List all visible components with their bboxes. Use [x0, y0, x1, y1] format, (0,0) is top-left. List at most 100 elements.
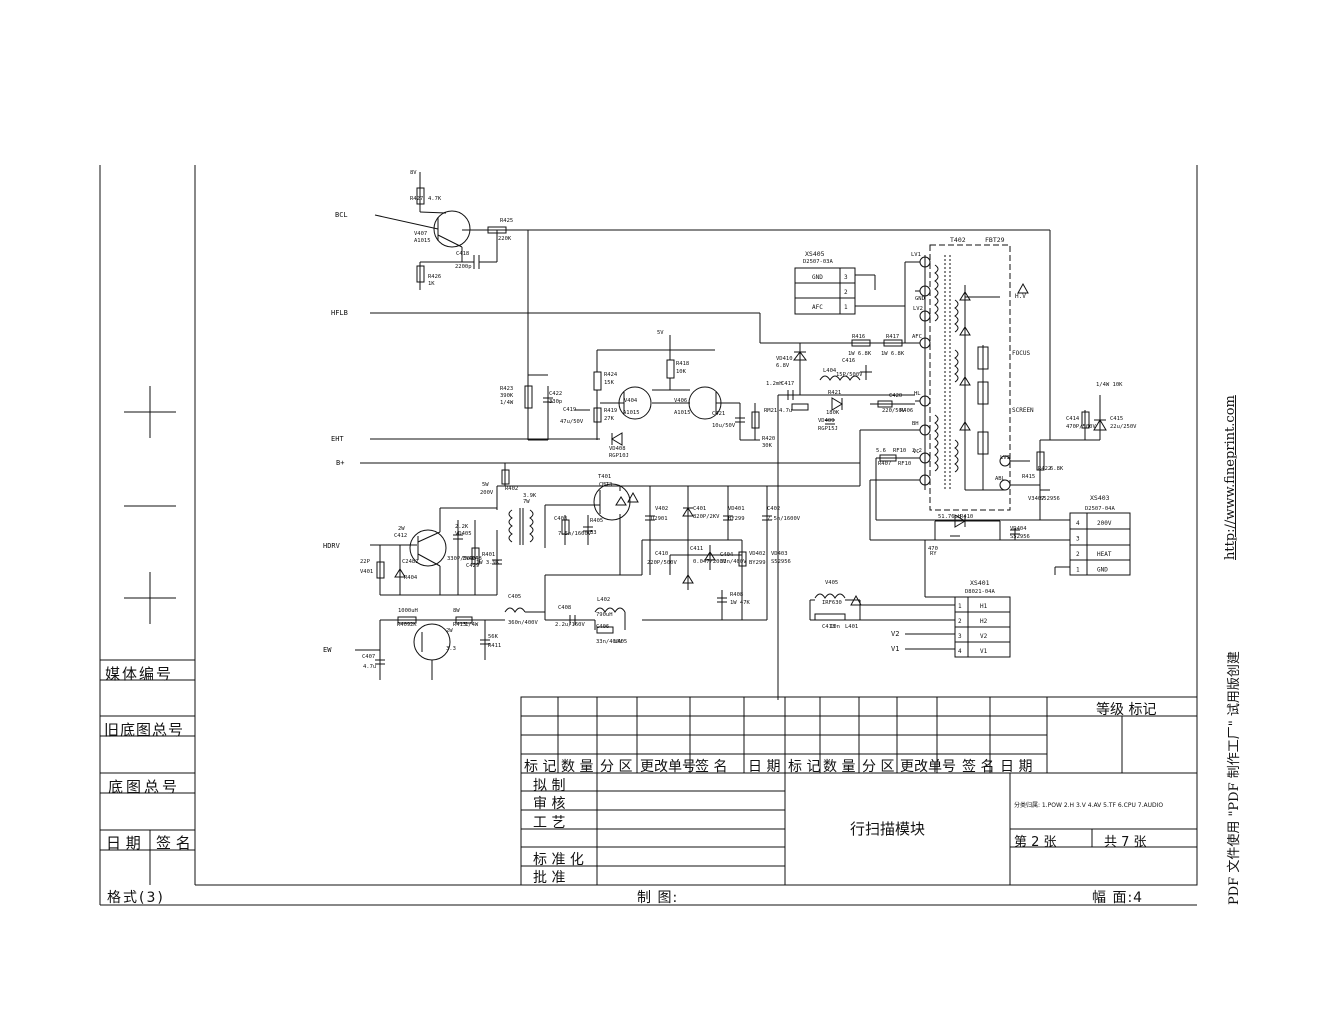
part-label-140: R422 [1038, 466, 1051, 472]
fbt-tap-0: H.V [1015, 293, 1026, 300]
signal-lines [360, 230, 920, 464]
revision-header-1-6: 日 期 [748, 759, 781, 775]
bcl-buffer-section [374, 172, 1051, 440]
part-label-1: R427 [410, 196, 423, 202]
part-label-96: C404 [720, 552, 734, 558]
fbt-pin-6: VC [913, 449, 920, 455]
part-label-105: 360n/400V [508, 620, 538, 626]
approval-process: 工 艺 [533, 815, 566, 831]
part-label-144: R415 [1022, 474, 1035, 480]
heater-section [934, 514, 1020, 541]
part-label-137: 470P/500V [1066, 424, 1096, 430]
approval-drafted: 拟 制 [533, 778, 566, 794]
xs405-pin-name-2: AFC [812, 304, 823, 311]
watermark-url[interactable]: http://www.fineprint.com [1223, 395, 1238, 560]
part-label-45: C417 [781, 381, 794, 387]
part-label-27: V404 [624, 398, 638, 404]
part-label-36: 6.8V [776, 363, 790, 369]
part-label-106: C408 [558, 605, 571, 611]
part-label-43: L404 [823, 368, 837, 374]
left-margin-table [100, 659, 195, 885]
part-label-57: R407 [878, 461, 891, 467]
xs405-pin-num-0: 3 [844, 274, 848, 281]
xs405-pin-num-1: 2 [844, 289, 848, 296]
safety-warning-icon [1017, 282, 1029, 294]
part-label-74: 7.5n/1600V [767, 516, 801, 522]
part-label-117: R413 [453, 622, 466, 628]
xs401-pin-name-1: H2 [980, 618, 988, 625]
revision-header-1-1: 标 记 [524, 759, 557, 775]
part-label-35: VD410 [776, 356, 793, 362]
xs403-pin-name-0: 200V [1097, 520, 1112, 527]
part-label-12: R418 [676, 361, 689, 367]
part-label-93: 220P/500V [647, 560, 677, 566]
title-block-grid [520, 696, 1198, 886]
part-label-21: C419 [563, 407, 576, 413]
part-label-33: R420 [762, 436, 775, 442]
xs401-pin-name-2: V2 [980, 633, 988, 640]
part-label-142: V3407 [1028, 496, 1045, 502]
revision-header-2-1: 标 记 [788, 759, 821, 775]
part-label-14: R424 [604, 372, 618, 378]
part-label-127: C413 [822, 624, 835, 630]
part-label-10: 220K [498, 236, 512, 242]
part-label-9: R425 [500, 218, 513, 224]
part-label-79: 2W [398, 526, 405, 532]
watermark-url-strip: http://www.fineprint.com [1207, 360, 1243, 560]
fbt-tap-2: SCREEN [1012, 407, 1034, 414]
part-label-52: C420 [889, 393, 902, 399]
revision-header-2-3: 分 区 [862, 759, 895, 775]
part-label-51: RGP15J [818, 426, 838, 432]
flyback-transformer [859, 244, 1100, 541]
part-label-17: 390K [500, 393, 514, 399]
part-label-84: R404 [404, 575, 418, 581]
part-label-92: C410 [655, 551, 668, 557]
part-label-111: 33n/400V [596, 639, 623, 645]
page-size-label: 幅 面:4 [1092, 890, 1144, 906]
part-label-61: 200V [480, 490, 494, 496]
part-label-22: 47u/50V [560, 419, 584, 425]
part-label-72: BY299 [728, 516, 745, 522]
part-label-83: C2482 [402, 559, 419, 565]
part-label-68: D2901 [651, 516, 668, 522]
part-label-67: V402 [655, 506, 668, 512]
part-label-28: A1015 [623, 410, 640, 416]
part-label-40: 1W 6.8K [881, 351, 905, 357]
part-label-70: 820P/2KV [693, 514, 720, 520]
part-label-119: 56K [488, 634, 499, 640]
part-label-138: C415 [1110, 416, 1123, 422]
part-label-8: 1K [428, 281, 435, 287]
part-label-64: 7W [523, 499, 530, 505]
part-label-122: 3.3 [446, 646, 456, 652]
part-label-20: 330p [549, 399, 562, 405]
part-label-123: C407 [362, 654, 375, 660]
part-label-110: C406 [596, 624, 609, 630]
part-label-75: C403 [554, 516, 567, 522]
revision-header-2-4: 更改单号 [900, 759, 956, 775]
part-label-128: 10n [830, 624, 840, 630]
part-label-60: 5W [482, 482, 489, 488]
part-label-37: R416 [852, 334, 865, 340]
fbt-pin-1: GND [915, 296, 925, 302]
part-label-107: 2.2u/160V [555, 622, 585, 628]
part-label-103: 1W 47K [730, 600, 751, 606]
part-label-2: 4.7K [428, 196, 442, 202]
part-label-90: R401 [482, 552, 495, 558]
fbt-pin-2: LV2 [913, 306, 923, 312]
part-label-31: C421 [712, 411, 725, 417]
part-label-113: 1000uH [398, 608, 418, 614]
port-eht: EHT [331, 435, 344, 443]
watermark-strip: PDF 文件使用 "PDF 制作工厂" 试用版创建 [1207, 560, 1243, 905]
part-label-116: 8W [453, 608, 460, 614]
part-label-65: T401 [598, 474, 611, 480]
part-label-112: L405 [614, 639, 627, 645]
part-label-5: C418 [456, 251, 469, 257]
part-label-98: VD402 [749, 551, 766, 557]
revision-header-1-5: 签 名 [695, 759, 728, 775]
fbt-tap-1: FOCUS [1012, 350, 1030, 357]
port-b: B+ [336, 459, 344, 467]
part-label-46: RM21 [764, 408, 777, 414]
output-stage [496, 463, 861, 620]
xs405-pin-name-0: GND [812, 274, 823, 281]
xs403-pin-num-2: 2 [1076, 551, 1080, 558]
